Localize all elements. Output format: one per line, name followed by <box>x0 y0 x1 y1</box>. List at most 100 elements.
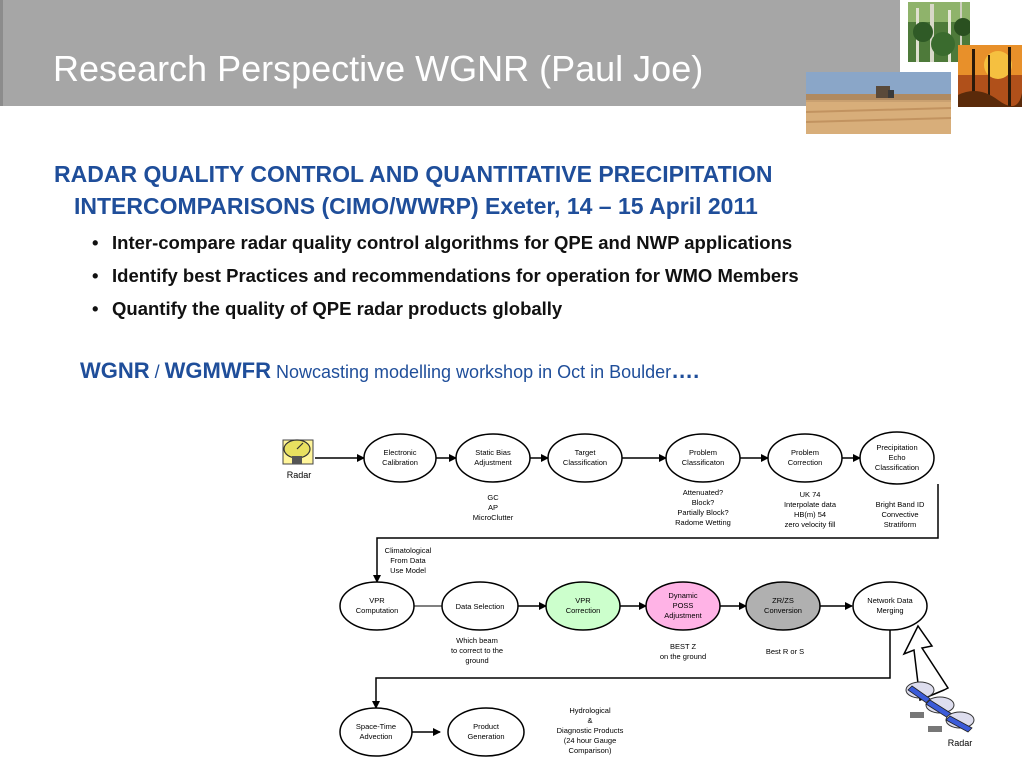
forest-photo <box>908 2 970 62</box>
svg-text:Data Selection: Data Selection <box>456 602 505 611</box>
workshop-goals-list: • Inter-compare radar quality control alg… <box>92 230 799 329</box>
node-zr-zs-conversion: ZR/ZS Conversion <box>745 581 821 631</box>
svg-text:Classification: Classification <box>563 458 607 467</box>
svg-text:Use Model: Use Model <box>390 566 426 575</box>
svg-text:VPR: VPR <box>369 596 385 605</box>
node-precipitation-echo-classification: Precipitation Echo Classification <box>859 431 935 485</box>
svg-text:Classification: Classification <box>875 463 919 472</box>
node-electronic-calibration: Electronic Calibration <box>363 433 437 483</box>
svg-text:Calibration: Calibration <box>382 458 418 467</box>
radar-label: Radar <box>287 470 312 480</box>
svg-text:Correction: Correction <box>566 606 601 615</box>
node-product-generation: Product Generation <box>447 707 525 757</box>
node-vpr-correction: VPR Correction <box>545 581 621 631</box>
svg-text:Adjustment: Adjustment <box>474 458 512 467</box>
svg-text:Hydrological: Hydrological <box>569 706 611 715</box>
svg-text:Bright Band ID: Bright Band ID <box>876 500 925 509</box>
svg-text:Climatological: Climatological <box>385 546 432 555</box>
svg-text:Convective: Convective <box>881 510 918 519</box>
svg-text:(24 hour Gauge: (24 hour Gauge <box>564 736 617 745</box>
wgmwfr-label: WGMWFR <box>164 358 271 383</box>
list-item-text: Quantify the quality of QPE radar produc… <box>112 298 563 319</box>
svg-text:&: & <box>587 716 592 725</box>
note-problem-classification: Attenuated? Block? Partially Block? Rado… <box>675 488 731 527</box>
wgnr-workshop-line: WGNR / WGMWFR Nowcasting modelling works… <box>80 358 699 384</box>
workshop-description: Nowcasting modelling workshop in Oct in … <box>270 362 672 382</box>
svg-text:Space-Time: Space-Time <box>356 722 396 731</box>
svg-text:POSS: POSS <box>673 601 694 610</box>
svg-text:Attenuated?: Attenuated? <box>683 488 723 497</box>
node-dynamic-poss-adjustment: Dynamic POSS Adjustment <box>645 581 721 631</box>
wgnr-label: WGNR <box>80 358 150 383</box>
svg-text:GC: GC <box>487 493 499 502</box>
svg-text:Advection: Advection <box>360 732 393 741</box>
svg-text:Echo: Echo <box>888 453 905 462</box>
svg-text:BEST Z: BEST Z <box>670 642 697 651</box>
svg-text:Dynamic: Dynamic <box>668 591 697 600</box>
bullet-dot: • <box>92 298 99 319</box>
list-item: • Inter-compare radar quality control alg… <box>92 230 799 263</box>
svg-text:zero velocity fill: zero velocity fill <box>785 520 836 529</box>
svg-text:Computation: Computation <box>356 606 399 615</box>
workshop-heading: RADAR QUALITY CONTROL AND QUANTITATIVE P… <box>54 158 994 222</box>
svg-text:ground: ground <box>465 656 488 665</box>
title-bar: Research Perspective WGNR (Paul Joe) <box>0 0 900 106</box>
svg-text:Adjustment: Adjustment <box>664 611 702 620</box>
svg-text:Which beam: Which beam <box>456 636 498 645</box>
svg-text:ZR/ZS: ZR/ZS <box>772 596 794 605</box>
fire-photo <box>958 45 1022 107</box>
node-vpr-computation: VPR Computation <box>339 581 415 631</box>
svg-text:to correct to the: to correct to the <box>451 646 503 655</box>
radar-network-icon <box>905 681 975 733</box>
svg-text:Radome Wetting: Radome Wetting <box>675 518 731 527</box>
node-problem-classification: Problem Classificaton <box>665 433 741 483</box>
note-hydrological: Hydrological & Diagnostic Products (24 h… <box>557 706 624 755</box>
bullet-dot: • <box>92 232 99 253</box>
svg-text:From Data: From Data <box>390 556 426 565</box>
svg-text:Product: Product <box>473 722 500 731</box>
svg-text:Best R or S: Best R or S <box>766 647 804 656</box>
svg-text:Target: Target <box>575 448 597 457</box>
node-network-data-merging: Network Data Merging <box>852 581 928 631</box>
svg-text:Block?: Block? <box>692 498 715 507</box>
note-zr-zs: Best R or S <box>766 647 804 656</box>
svg-text:Partially Block?: Partially Block? <box>677 508 728 517</box>
svg-text:Static Bias: Static Bias <box>475 448 511 457</box>
workshop-heading-line1: RADAR QUALITY CONTROL AND QUANTITATIVE P… <box>54 161 773 187</box>
slide-title: Research Perspective WGNR (Paul Joe) <box>53 48 704 89</box>
svg-text:on the ground: on the ground <box>660 652 706 661</box>
note-static-bias: GC AP MicroClutter <box>473 493 514 522</box>
svg-text:Generation: Generation <box>467 732 504 741</box>
note-data-selection: Which beam to correct to the ground <box>451 636 503 665</box>
svg-text:HB(m) 54: HB(m) 54 <box>794 510 826 519</box>
list-item-text: Inter-compare radar quality control algo… <box>112 232 793 253</box>
svg-text:UK 74: UK 74 <box>800 490 821 499</box>
svg-text:Diagnostic Products: Diagnostic Products <box>557 726 624 735</box>
list-item: • Quantify the quality of QPE radar produ… <box>92 296 799 329</box>
note-dynamic-poss: BEST Z on the ground <box>660 642 706 661</box>
svg-text:Electronic: Electronic <box>384 448 417 457</box>
svg-text:MicroClutter: MicroClutter <box>473 513 514 522</box>
svg-text:Problem: Problem <box>689 448 717 457</box>
svg-text:Stratiform: Stratiform <box>884 520 917 529</box>
svg-text:Conversion: Conversion <box>764 606 802 615</box>
radar-dish-icon <box>282 439 314 465</box>
svg-text:Classificaton: Classificaton <box>682 458 725 467</box>
node-data-selection: Data Selection <box>441 581 519 631</box>
radar-label-bottom: Radar <box>948 738 973 748</box>
note-problem-correction: UK 74 Interpolate data HB(m) 54 zero vel… <box>784 490 837 529</box>
list-item: • Identify best Practices and recommendat… <box>92 263 799 296</box>
bullet-dot: • <box>92 265 99 286</box>
field-photo <box>806 72 951 134</box>
list-item-text: Identify best Practices and recommendati… <box>112 265 799 286</box>
svg-text:VPR: VPR <box>575 596 591 605</box>
node-static-bias-adjustment: Static Bias Adjustment <box>455 433 531 483</box>
workshop-heading-line2: INTERCOMPARISONS (CIMO/WWRP) Exeter, 14 … <box>74 193 758 219</box>
svg-text:Interpolate data: Interpolate data <box>784 500 837 509</box>
wgnr-separator: / <box>149 362 165 382</box>
svg-text:Comparison): Comparison) <box>569 746 612 755</box>
svg-text:Correction: Correction <box>788 458 823 467</box>
title-bar-edge <box>0 0 3 106</box>
svg-text:AP: AP <box>488 503 498 512</box>
